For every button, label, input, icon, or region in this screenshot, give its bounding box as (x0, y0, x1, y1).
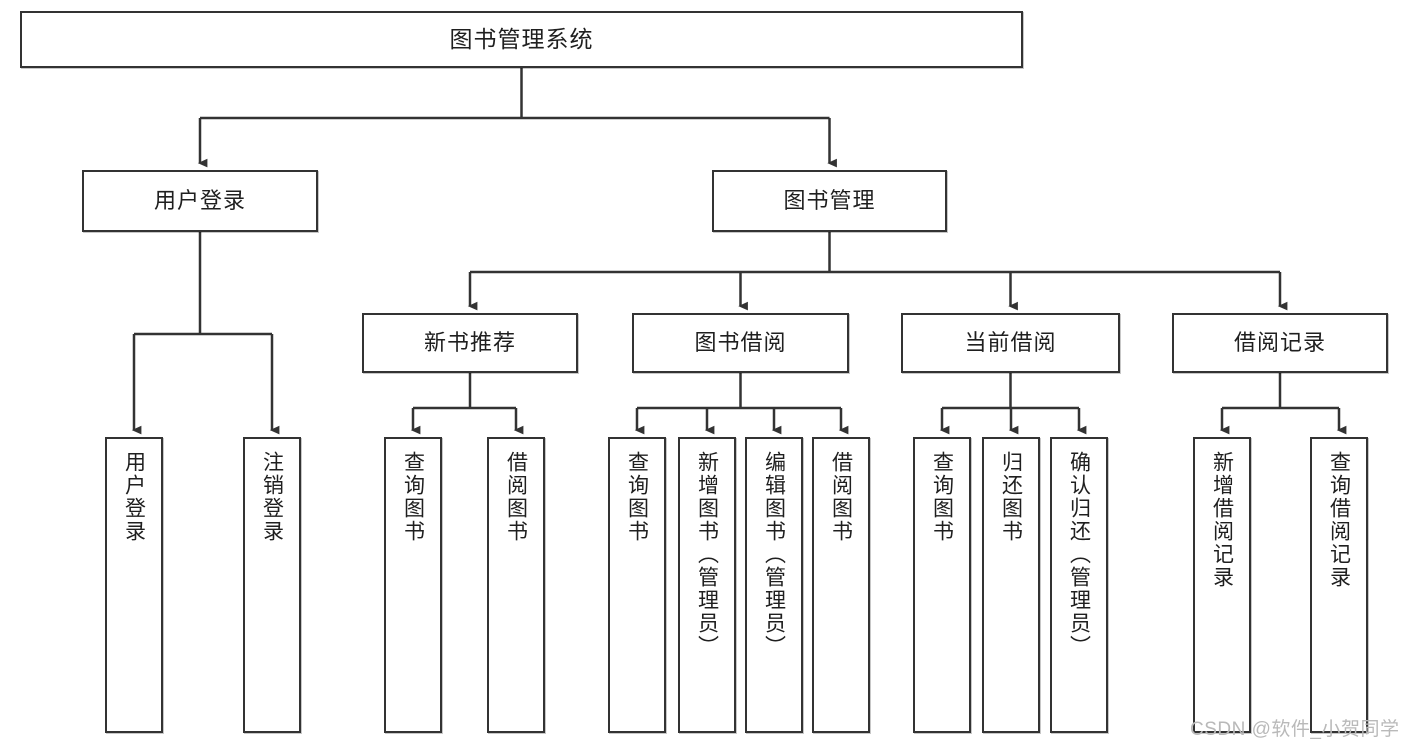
node-l11[interactable]: 确认归还（管理员） (1050, 437, 1108, 733)
node-label: 图书管理系统 (449, 26, 594, 53)
node-l7[interactable]: 编辑图书（管理员） (745, 437, 803, 733)
node-label: 查询图书 (625, 451, 649, 543)
node-records[interactable]: 借阅记录 (1172, 313, 1388, 373)
node-label: 借阅记录 (1233, 330, 1326, 356)
node-l1[interactable]: 用户登录 (105, 437, 163, 733)
node-label: 当前借阅 (964, 330, 1057, 356)
node-l3[interactable]: 查询图书 (384, 437, 442, 733)
node-label: 查询借阅记录 (1327, 451, 1351, 589)
node-l13[interactable]: 查询借阅记录 (1310, 437, 1368, 733)
node-l2[interactable]: 注销登录 (243, 437, 301, 733)
node-label: 用户登录 (153, 188, 246, 214)
csdn-watermark: CSDN @软件_小贺同学 (1190, 719, 1400, 740)
node-bookmgmt[interactable]: 图书管理 (712, 170, 947, 232)
node-l5[interactable]: 查询图书 (608, 437, 666, 733)
node-label: 借阅图书 (829, 451, 853, 543)
node-label: 归还图书 (999, 451, 1023, 543)
node-label: 图书借阅 (694, 330, 787, 356)
node-label: 编辑图书（管理员） (762, 451, 786, 658)
node-root[interactable]: 图书管理系统 (20, 11, 1023, 68)
node-label: 新增图书（管理员） (695, 451, 719, 658)
node-l6[interactable]: 新增图书（管理员） (678, 437, 736, 733)
node-label: 新增借阅记录 (1210, 451, 1234, 589)
node-label: 新书推荐 (423, 330, 516, 356)
node-l12[interactable]: 新增借阅记录 (1193, 437, 1251, 733)
node-l10[interactable]: 归还图书 (982, 437, 1040, 733)
node-label: 图书管理 (783, 188, 876, 214)
node-label: 查询图书 (401, 451, 425, 543)
node-borrow[interactable]: 图书借阅 (632, 313, 849, 373)
node-label: 查询图书 (930, 451, 954, 543)
node-label: 用户登录 (122, 451, 146, 543)
node-label: 确认归还（管理员） (1067, 451, 1091, 658)
node-label: 注销登录 (260, 451, 284, 543)
node-login[interactable]: 用户登录 (82, 170, 318, 232)
node-label: 借阅图书 (504, 451, 528, 543)
edge-group (131, 68, 1347, 435)
node-l8[interactable]: 借阅图书 (812, 437, 870, 733)
node-l9[interactable]: 查询图书 (913, 437, 971, 733)
node-current[interactable]: 当前借阅 (901, 313, 1120, 373)
node-l4[interactable]: 借阅图书 (487, 437, 545, 733)
node-newbook[interactable]: 新书推荐 (362, 313, 578, 373)
